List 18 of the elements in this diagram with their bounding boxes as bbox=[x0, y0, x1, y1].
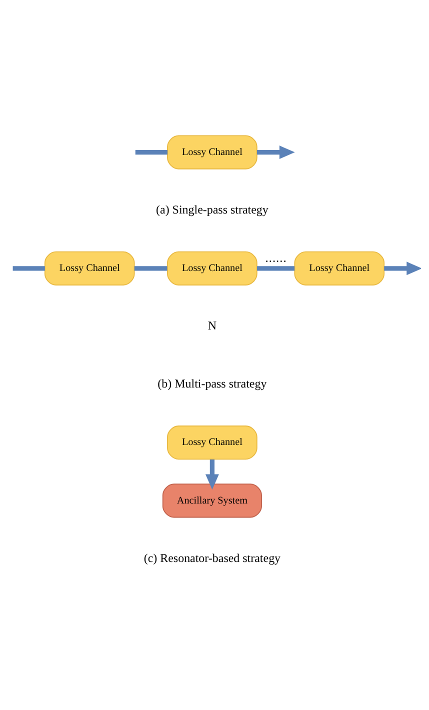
connector bbox=[257, 266, 295, 270]
connector bbox=[135, 149, 168, 154]
edge-label: ...... bbox=[265, 250, 287, 265]
label: (c) Resonator-based strategy bbox=[144, 550, 281, 564]
arrow bbox=[205, 458, 219, 490]
label: (b) Multi-pass strategy bbox=[158, 376, 267, 390]
node-box: Lossy Channel bbox=[167, 250, 258, 285]
node-box: Lossy Channel bbox=[44, 250, 135, 285]
arrow bbox=[384, 261, 421, 275]
node-box: Lossy Channel bbox=[294, 250, 385, 285]
label: N bbox=[208, 318, 217, 332]
node-box: Lossy Channel bbox=[167, 134, 258, 169]
node-box: Ancillary System bbox=[162, 483, 262, 518]
arrow bbox=[256, 145, 295, 159]
label: (a) Single-pass strategy bbox=[156, 202, 268, 216]
connector bbox=[134, 266, 168, 270]
node-box: Lossy Channel bbox=[167, 425, 258, 460]
connector bbox=[12, 266, 45, 270]
